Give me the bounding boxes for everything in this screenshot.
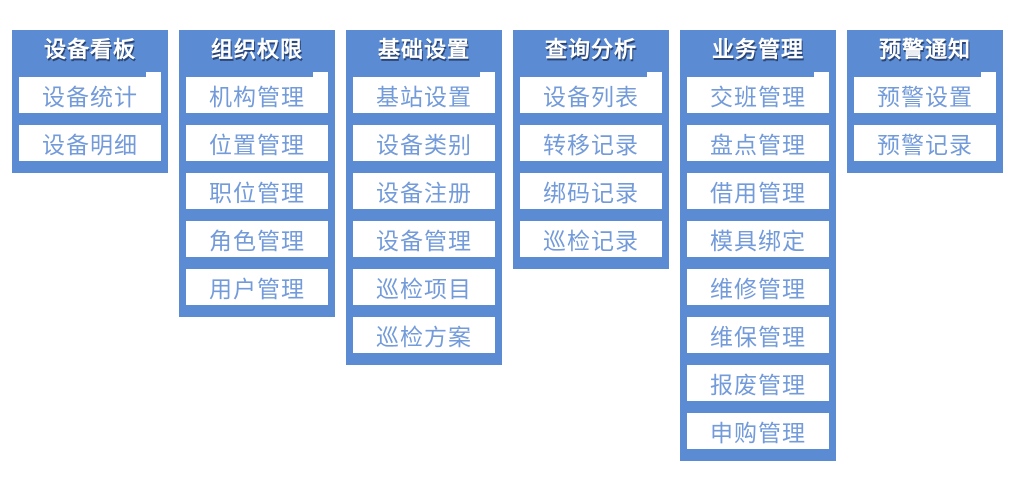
menu-item-mold-binding: 模具绑定: [687, 221, 829, 257]
menu-item-device-registration: 设备注册: [353, 173, 495, 209]
column-title: 设备看板: [43, 38, 136, 63]
menu-item-user-management: 用户管理: [186, 269, 328, 305]
column-title: 查询分析: [544, 38, 637, 63]
header-notch-artifact: [313, 72, 328, 78]
menu-item-transfer-records: 转移记录: [520, 125, 662, 161]
column-org-permissions: 组织权限 机构管理 位置管理 职位管理 角色管理 用户管理: [179, 30, 335, 317]
column-basic-settings: 基础设置 基站设置 设备类别 设备注册 设备管理 巡检项目 巡检方案: [346, 30, 502, 365]
column-items: 机构管理 位置管理 职位管理 角色管理 用户管理: [179, 66, 335, 317]
menu-item-shift-handover-management: 交班管理: [687, 77, 829, 113]
menu-item-device-category: 设备类别: [353, 125, 495, 161]
menu-item-alert-records: 预警记录: [854, 125, 996, 161]
column-items: 交班管理 盘点管理 借用管理 模具绑定 维修管理 维保管理 报废管理 申购管理: [680, 66, 836, 461]
menu-item-device-statistics: 设备统计: [19, 77, 161, 113]
column-business-management: 业务管理 交班管理 盘点管理 借用管理 模具绑定 维修管理 维保管理 报废管理 …: [680, 30, 836, 461]
menu-item-borrowing-management: 借用管理: [687, 173, 829, 209]
menu-item-role-management: 角色管理: [186, 221, 328, 257]
header-notch-artifact: [480, 72, 495, 78]
header-notch-artifact: [814, 72, 829, 78]
menu-item-device-list: 设备列表: [520, 77, 662, 113]
column-title: 组织权限: [210, 38, 303, 63]
menu-item-location-management: 位置管理: [186, 125, 328, 161]
column-title: 基础设置: [377, 38, 470, 63]
menu-item-repair-management: 维修管理: [687, 269, 829, 305]
menu-item-stocktaking-management: 盘点管理: [687, 125, 829, 161]
column-items: 设备统计 设备明细: [12, 66, 168, 173]
menu-item-inspection-records: 巡检记录: [520, 221, 662, 257]
column-items: 基站设置 设备类别 设备注册 设备管理 巡检项目 巡检方案: [346, 66, 502, 365]
menu-item-inspection-items: 巡检项目: [353, 269, 495, 305]
column-items: 预警设置 预警记录: [847, 66, 1003, 173]
column-title: 业务管理: [711, 38, 804, 63]
header-notch-artifact: [647, 72, 662, 78]
menu-item-device-management: 设备管理: [353, 221, 495, 257]
menu-item-inspection-plan: 巡检方案: [353, 317, 495, 353]
menu-item-base-station-settings: 基站设置: [353, 77, 495, 113]
menu-item-position-management: 职位管理: [186, 173, 328, 209]
menu-item-alert-settings: 预警设置: [854, 77, 996, 113]
menu-item-maintenance-management: 维保管理: [687, 317, 829, 353]
menu-item-binding-records: 绑码记录: [520, 173, 662, 209]
header-notch-artifact: [146, 72, 161, 78]
header-notch-artifact: [981, 72, 996, 78]
menu-item-purchase-request-management: 申购管理: [687, 413, 829, 449]
menu-item-scrap-management: 报废管理: [687, 365, 829, 401]
menu-item-organization-management: 机构管理: [186, 77, 328, 113]
column-device-dashboard: 设备看板 设备统计 设备明细: [12, 30, 168, 173]
column-title: 预警通知: [878, 38, 971, 63]
column-query-analysis: 查询分析 设备列表 转移记录 绑码记录 巡检记录: [513, 30, 669, 269]
diagram-columns: 设备看板 设备统计 设备明细 组织权限 机构管理 位置管理 职位管理 角色管理 …: [12, 30, 1003, 461]
menu-item-device-details: 设备明细: [19, 125, 161, 161]
column-alert-notification: 预警通知 预警设置 预警记录: [847, 30, 1003, 173]
column-items: 设备列表 转移记录 绑码记录 巡检记录: [513, 66, 669, 269]
